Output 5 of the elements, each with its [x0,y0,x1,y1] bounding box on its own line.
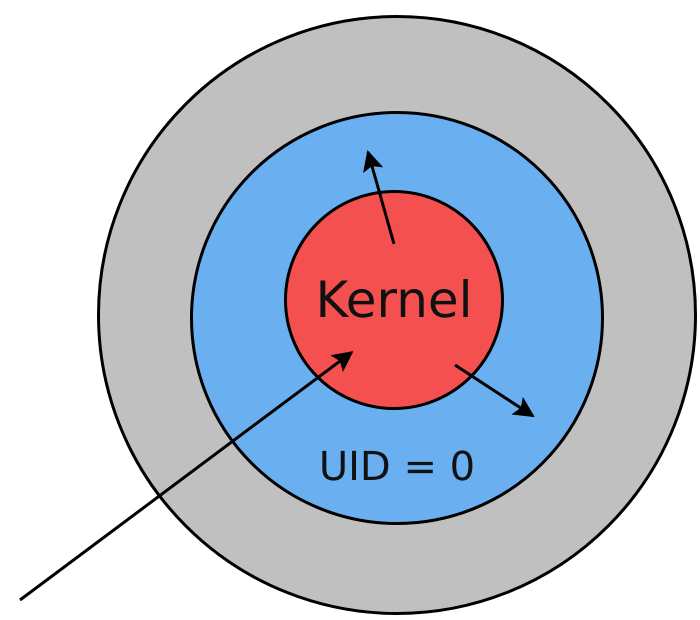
arrow [19,351,354,602]
arrow [363,150,396,244]
ring-label: UID = 0 [318,444,476,490]
arrow [454,364,535,418]
core-label: Kernel [315,271,473,329]
